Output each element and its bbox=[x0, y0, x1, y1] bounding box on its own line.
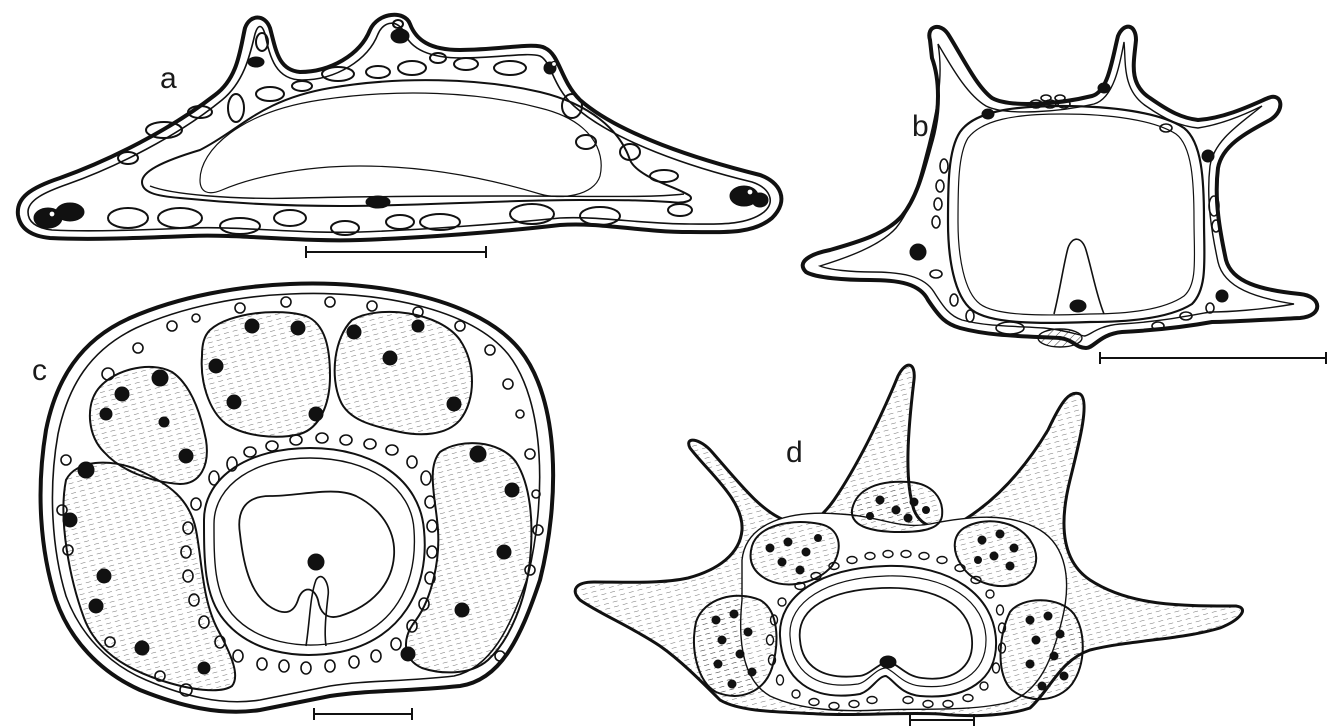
panel-a-label: a bbox=[160, 62, 177, 95]
panel-b-outer-outline bbox=[803, 27, 1318, 348]
panel-d: d bbox=[575, 365, 1242, 726]
panel-b-hatched-region bbox=[1038, 329, 1082, 347]
panel-a-scale-bar bbox=[306, 246, 486, 258]
panel-b-lumen bbox=[958, 114, 1195, 315]
panel-a-nerve-cords bbox=[34, 29, 768, 228]
panel-a-inner-sheath bbox=[150, 186, 684, 198]
panel-c-lumen bbox=[214, 458, 414, 645]
panel-a-lumen bbox=[200, 93, 601, 197]
panel-d-central-nerve bbox=[880, 656, 896, 668]
panel-b-ventral-nerve bbox=[1070, 300, 1086, 312]
panel-c-label: c bbox=[32, 354, 47, 387]
panel-a: a bbox=[18, 15, 782, 258]
panel-b: b bbox=[803, 27, 1326, 364]
panel-d-label: d bbox=[786, 436, 803, 469]
panel-c-scale-bar bbox=[314, 708, 412, 720]
panel-c-central-nerve bbox=[308, 554, 324, 570]
panel-b-lumen-wall bbox=[948, 106, 1204, 323]
panel-a-outer-outline bbox=[18, 15, 782, 241]
panel-c: c bbox=[32, 284, 553, 720]
panel-b-scale-bar bbox=[1100, 352, 1326, 364]
panel-b-label: b bbox=[912, 110, 929, 143]
panel-c-ventral-fold bbox=[306, 577, 328, 646]
